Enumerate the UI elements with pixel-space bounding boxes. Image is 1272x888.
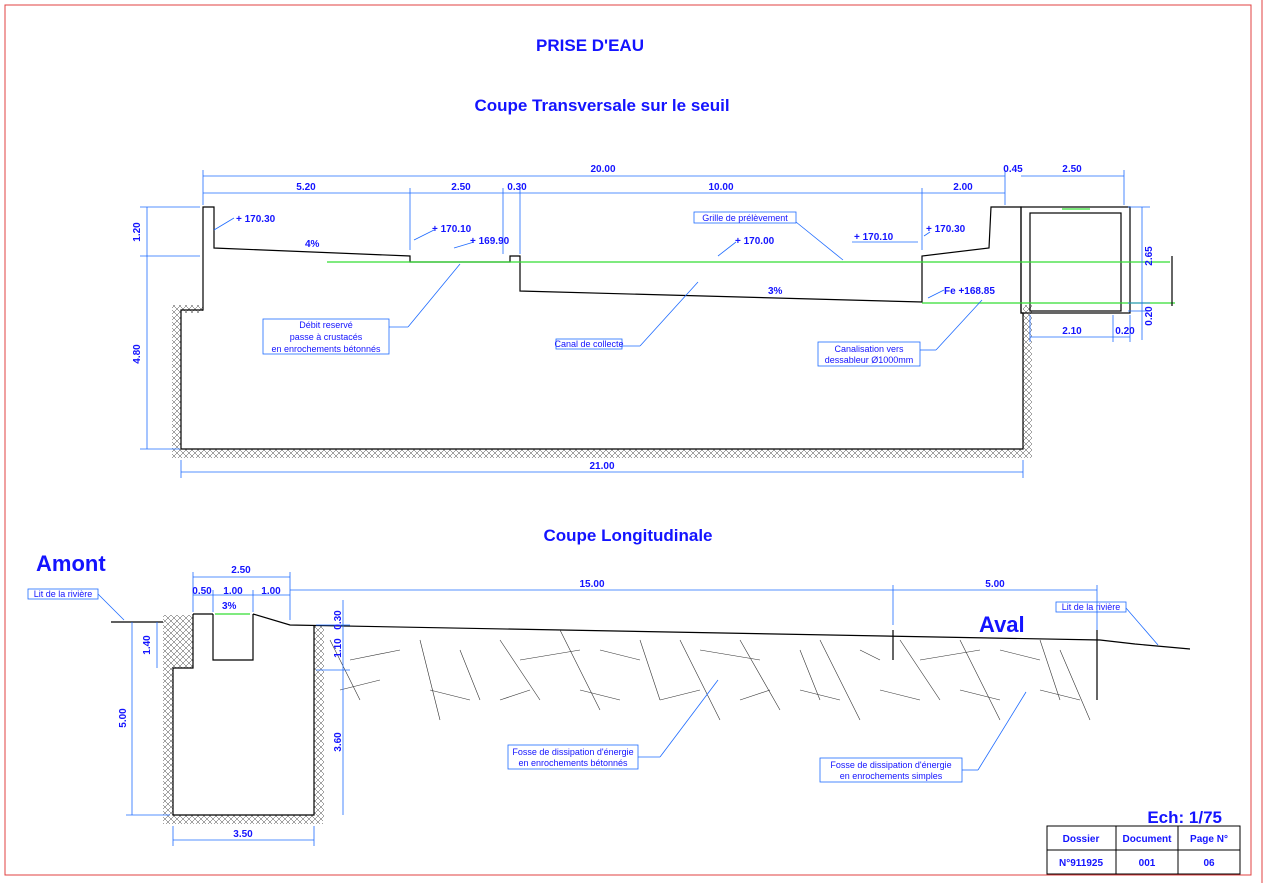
scale-label: Ech: 1/75	[1147, 808, 1222, 827]
enrochements-texture	[329, 629, 1091, 721]
label-debit-line1: Débit reservé	[299, 320, 353, 330]
dim-d2: 2.50	[451, 182, 471, 193]
transversale-section: 20.00 5.20 2.50 0.30 10.00 2.00 0.45 2.5…	[132, 164, 1175, 478]
level-l2: + 170.10	[432, 224, 472, 235]
long-dim-span1: 15.00	[579, 579, 604, 590]
long-dim-a: 0.50	[192, 586, 212, 597]
level-l1: + 170.30	[236, 214, 276, 225]
level-l5: + 170.10	[854, 232, 894, 243]
dim-h1: 1.20	[132, 222, 143, 242]
long-dim-v4: 1.10	[333, 638, 344, 658]
level-l4: + 170.00	[735, 236, 775, 247]
level-fe: Fe +168.85	[944, 286, 995, 297]
label-fosse1-line1: Fosse de dissipation d'énergie	[512, 747, 633, 757]
label-amont: Amont	[36, 551, 106, 576]
dim-b1: 2.10	[1062, 326, 1082, 337]
title-block: Ech: 1/75 Dossier Document Page N° N°911…	[1046, 808, 1241, 875]
label-lit-2: Lit de la rivière	[1062, 602, 1121, 612]
label-canal: Canal de collecte	[554, 339, 623, 349]
long-dim-base: 3.50	[233, 829, 253, 840]
dim-d4: 10.00	[708, 182, 733, 193]
value-document: 001	[1139, 858, 1156, 869]
header-dossier: Dossier	[1063, 834, 1100, 845]
long-dim-v5: 3.60	[333, 732, 344, 752]
label-fosse2-line2: en enrochements simples	[840, 771, 943, 781]
longitudinale-section: Amont Aval Lit de la rivière Lit de la r…	[27, 551, 1191, 846]
dim-r1: 2.65	[1144, 246, 1155, 266]
long-dim-v2: 5.00	[118, 708, 129, 728]
label-canalisation-line1: Canalisation vers	[834, 344, 904, 354]
dim-bottom: 21.00	[589, 461, 614, 472]
long-dim-top: 2.50	[231, 565, 251, 576]
dim-h2: 4.80	[132, 344, 143, 364]
value-page: 06	[1203, 858, 1215, 869]
section-title-transversale: Coupe Transversale sur le seuil	[474, 96, 729, 115]
section-title-longitudinale: Coupe Longitudinale	[543, 526, 712, 545]
label-lit-1: Lit de la rivière	[34, 589, 93, 599]
long-dim-b: 1.00	[223, 586, 243, 597]
label-debit-line2: passe à crustacés	[290, 332, 363, 342]
main-title: PRISE D'EAU	[536, 36, 644, 55]
dim-d7: 2.50	[1062, 164, 1082, 175]
label-aval: Aval	[979, 612, 1025, 637]
dim-d5: 2.00	[953, 182, 973, 193]
level-l3: + 169.90	[470, 236, 510, 247]
label-canalisation-line2: dessableur Ø1000mm	[825, 355, 914, 365]
slope-s2: 3%	[768, 286, 783, 297]
label-debit-line3: en enrochements bétonnés	[271, 344, 381, 354]
sheet-border	[4, 4, 1252, 876]
value-dossier: N°911925	[1059, 858, 1103, 869]
header-document: Document	[1123, 834, 1173, 845]
long-dim-v3: 0.30	[333, 610, 344, 630]
level-l6: + 170.30	[926, 224, 966, 235]
dim-total: 20.00	[590, 164, 615, 175]
dim-d6: 0.45	[1003, 164, 1023, 175]
header-page: Page N°	[1190, 834, 1228, 845]
long-slope: 3%	[222, 601, 237, 612]
long-dim-v1: 1.40	[142, 635, 153, 655]
dim-b2: 0.20	[1115, 326, 1135, 337]
label-grille: Grille de prélèvement	[702, 213, 788, 223]
dim-d3: 0.30	[507, 182, 527, 193]
long-dim-c: 1.00	[261, 586, 281, 597]
label-fosse1-line2: en enrochements bétonnés	[518, 758, 628, 768]
label-fosse2-line1: Fosse de dissipation d'énergie	[830, 760, 951, 770]
long-dim-span2: 5.00	[985, 579, 1005, 590]
dim-r2: 0.20	[1144, 306, 1155, 326]
slope-s1: 4%	[305, 239, 320, 250]
dim-d1: 5.20	[296, 182, 316, 193]
